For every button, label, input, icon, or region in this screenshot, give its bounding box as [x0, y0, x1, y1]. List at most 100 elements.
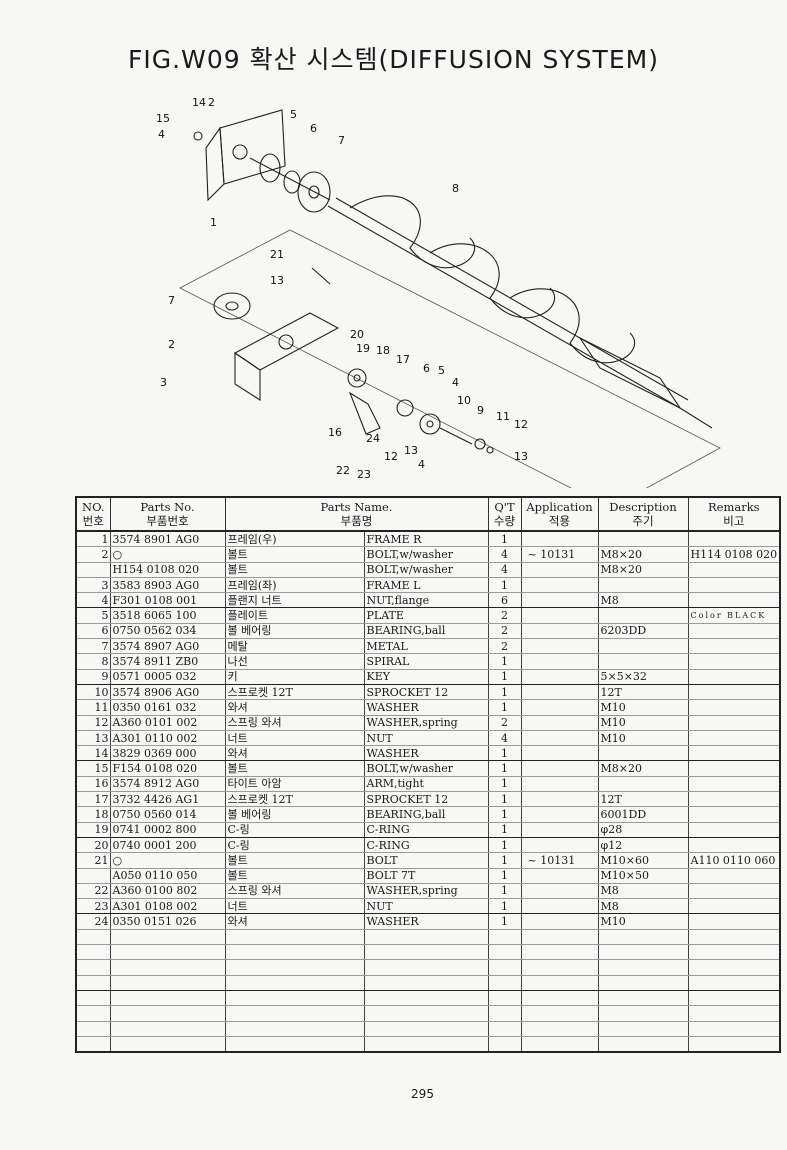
cell-kor: 볼트 — [224, 546, 365, 563]
cell-kor: 볼 베어링 — [224, 623, 365, 640]
cell-app — [520, 791, 599, 808]
cell-rem — [687, 669, 781, 685]
empty-cell — [75, 1005, 111, 1022]
cell-part: 3732 4426 AG1 — [109, 791, 226, 808]
empty-cell — [363, 944, 489, 961]
cell-qt: 1 — [487, 760, 522, 777]
callout-number: 4 — [452, 376, 459, 389]
cell-kor: 볼트 — [224, 852, 365, 869]
callout-number: 15 — [156, 112, 170, 125]
empty-cell — [597, 1021, 689, 1037]
cell-qt: 1 — [487, 913, 522, 930]
empty-cell — [224, 1036, 365, 1053]
cell-part: 3583 8903 AG0 — [109, 577, 226, 594]
empty-cell — [109, 990, 226, 1007]
cell-kor: 나선 — [224, 653, 365, 670]
cell-app: ~ 10131 — [520, 852, 599, 869]
empty-cell — [520, 975, 599, 991]
empty-cell — [487, 959, 522, 976]
cell-qt: 1 — [487, 898, 522, 915]
cell-part: F154 0108 020 — [109, 760, 226, 777]
callout-number: 13 — [404, 444, 418, 457]
cell-app — [520, 592, 599, 609]
callout-number: 6 — [310, 122, 317, 135]
cell-rem — [687, 913, 781, 930]
empty-cell — [597, 990, 689, 1007]
empty-cell — [597, 975, 689, 991]
empty-row — [75, 944, 781, 961]
cell-kor: 스프로켓 12T — [224, 684, 365, 701]
cell-no: 10 — [75, 684, 111, 701]
empty-cell — [363, 1005, 489, 1022]
cell-no — [75, 562, 111, 578]
cell-app — [520, 715, 599, 731]
empty-cell — [520, 1036, 599, 1053]
cell-app — [520, 531, 599, 548]
cell-app — [520, 868, 599, 884]
empty-cell — [597, 1036, 689, 1053]
cell-desc — [597, 653, 689, 670]
cell-qt: 4 — [487, 562, 522, 578]
cell-no: 11 — [75, 699, 111, 716]
empty-cell — [520, 959, 599, 976]
cell-no: 6 — [75, 623, 111, 640]
cell-part: A360 0100 802 — [109, 883, 226, 900]
cell-eng: METAL — [363, 638, 489, 655]
cell-eng: SPROCKET 12 — [363, 791, 489, 808]
callout-number: 5 — [438, 364, 445, 377]
empty-cell — [363, 990, 489, 1007]
callout-number: 16 — [328, 426, 342, 439]
cell-rem — [687, 638, 781, 655]
cell-eng: BOLT,w/washer — [363, 546, 489, 563]
cell-rem — [687, 806, 781, 823]
cell-qt: 1 — [487, 577, 522, 594]
empty-cell — [75, 959, 111, 976]
cell-kor: 볼트 — [224, 760, 365, 777]
cell-desc: φ28 — [597, 822, 689, 838]
cell-no: 8 — [75, 653, 111, 670]
cell-kor: 볼트 — [224, 868, 365, 884]
empty-cell — [224, 944, 365, 961]
empty-cell — [224, 959, 365, 976]
empty-cell — [109, 975, 226, 991]
cell-part: 0750 0562 034 — [109, 623, 226, 640]
empty-cell — [363, 1036, 489, 1053]
cell-app — [520, 577, 599, 594]
cell-rem — [687, 760, 781, 777]
cell-rem: Color BLACK — [687, 607, 781, 624]
callout-number: 4 — [418, 458, 425, 471]
empty-cell — [687, 959, 781, 976]
cell-kor: 너트 — [224, 898, 365, 915]
cell-kor: 스프링 와셔 — [224, 883, 365, 900]
cell-app — [520, 806, 599, 823]
cell-app — [520, 760, 599, 777]
cell-qt: 1 — [487, 653, 522, 670]
cell-no: 7 — [75, 638, 111, 655]
cell-kor: C-링 — [224, 822, 365, 838]
empty-cell — [75, 944, 111, 961]
empty-cell — [520, 990, 599, 1007]
empty-cell — [75, 1021, 111, 1037]
cell-kor: C-링 — [224, 837, 365, 854]
cell-app — [520, 745, 599, 762]
callout-number: 22 — [336, 464, 350, 477]
cell-eng: BOLT 7T — [363, 868, 489, 884]
cell-rem — [687, 562, 781, 578]
empty-cell — [487, 944, 522, 961]
callout-number: 12 — [514, 418, 528, 431]
cell-eng: BOLT,w/washer — [363, 760, 489, 777]
empty-cell — [597, 944, 689, 961]
cell-no: 13 — [75, 730, 111, 747]
empty-cell — [109, 1005, 226, 1022]
cell-no: 3 — [75, 577, 111, 594]
cell-app — [520, 623, 599, 640]
cell-qt: 1 — [487, 791, 522, 808]
